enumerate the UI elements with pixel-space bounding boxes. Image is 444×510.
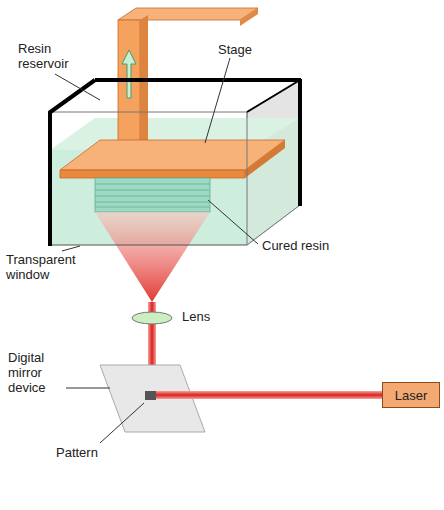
reservoir-outline [49,79,301,246]
part-label: Digital mirror device [8,350,64,395]
part-label: Transparent window [6,252,94,282]
part-label: Lens [182,309,210,324]
up-arrow [122,50,136,98]
label-text: Stage [218,42,252,57]
label-text: Lens [182,309,210,324]
laser-beam [152,391,383,399]
stage-plate-front [60,170,245,178]
stage-plate-side [245,140,285,178]
label-text: Resin reservoir [18,41,69,71]
stage-arm-side [240,8,258,26]
part-label: Cured resin [262,238,329,253]
part-label: Resin reservoir [18,41,88,71]
part-label: Stage [218,42,252,57]
part-label: Pattern [56,445,98,460]
label-text: Digital mirror device [8,350,46,395]
laser-box: Laser [382,382,440,408]
cured-resin [95,178,210,212]
pattern-mark [145,391,156,400]
label-text: Cured resin [262,238,329,253]
leader-lines [55,58,258,443]
node-text: Laser [395,388,428,403]
label-text: Transparent window [6,252,76,282]
stage-arm [118,8,258,20]
light-cone [95,212,210,302]
label-text: Pattern [56,445,98,460]
lens [132,312,172,324]
